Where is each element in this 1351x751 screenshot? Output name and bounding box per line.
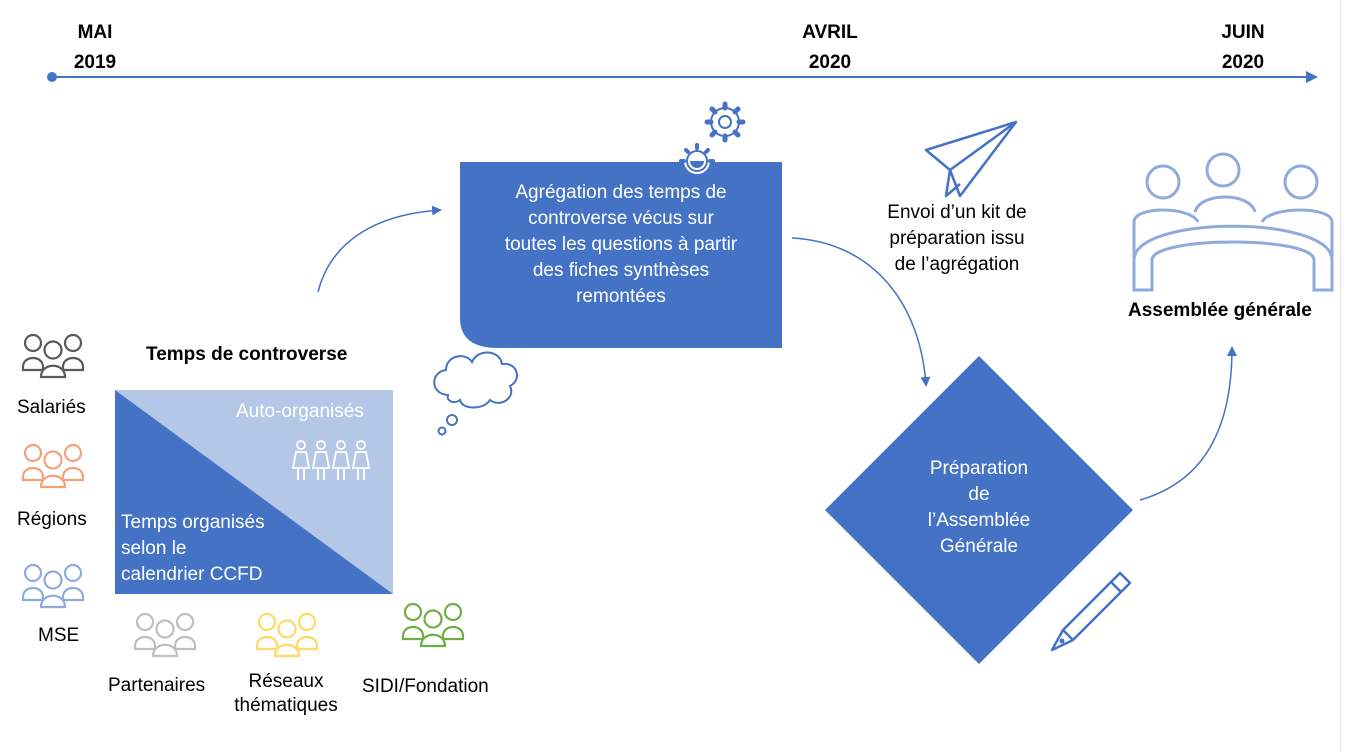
partenaires-people-icon <box>133 612 197 658</box>
organized-triangle <box>115 390 393 594</box>
gear-icon <box>704 101 746 143</box>
pencil-icon <box>1050 571 1132 652</box>
partenaires-label: Partenaires <box>108 675 206 696</box>
self-organized-label: Auto-organisés <box>236 401 364 422</box>
aggregation-box <box>460 162 782 348</box>
preparation-text: Préparation de l’Assemblée Générale <box>927 458 1031 557</box>
timeline-start-label: MAI 2019 <box>73 22 117 73</box>
assembly-title: Assemblée générale <box>1128 300 1312 321</box>
timeline-end-label: JUIN 2020 <box>1221 22 1265 73</box>
regions-people-icon <box>21 443 85 489</box>
regions-label: Régions <box>17 509 87 530</box>
arrow-to-assembly <box>1139 346 1237 501</box>
right-edge-divider <box>1340 0 1341 751</box>
thought-cloud-icon <box>433 351 518 436</box>
salaries-people-icon <box>21 333 85 379</box>
preparation-diamond <box>825 356 1133 664</box>
arrow-to-preparation <box>791 237 931 387</box>
sidi-label: SIDI/Fondation <box>362 676 489 697</box>
mse-people-icon <box>21 563 85 609</box>
sidi-people-icon <box>401 602 465 648</box>
timeline-arrowhead <box>1306 71 1318 83</box>
arrow-to-aggregation <box>317 205 442 293</box>
salaries-label: Salariés <box>17 397 86 418</box>
aggregation-text: Agrégation des temps de controverse vécu… <box>504 182 738 307</box>
paper-plane-icon <box>924 120 1018 198</box>
assembly-icon <box>1132 152 1334 292</box>
send-kit-text: Envoi d’un kit de préparation issu de l’… <box>887 202 1027 275</box>
women-group-icon <box>291 440 371 480</box>
timeline-middle-label: AVRIL 2020 <box>802 22 858 73</box>
organized-label: Temps organisés selon le calendrier CCFD <box>121 512 265 585</box>
controversy-title: Temps de controverse <box>146 344 348 365</box>
mse-label: MSE <box>38 625 80 646</box>
reseaux-people-icon <box>255 612 319 658</box>
timeline-start-dot <box>47 72 57 82</box>
gear-small-icon <box>679 143 715 174</box>
reseaux-label: Réseaux thématiques <box>234 671 338 716</box>
